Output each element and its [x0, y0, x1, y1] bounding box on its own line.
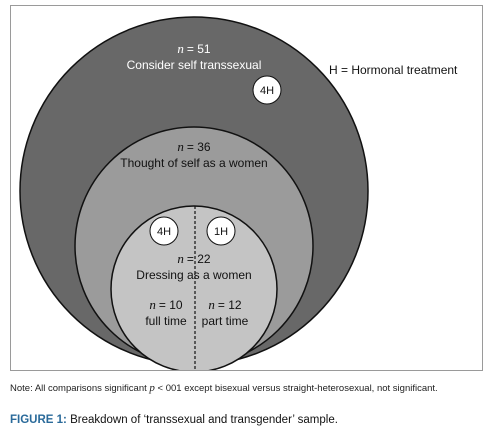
- inner-badge-right: [206, 216, 236, 246]
- figure-note: Note: All comparisons significant p < 00…: [10, 382, 490, 395]
- outer-label: Consider self transsexual: [127, 58, 262, 72]
- note-p-symbol: p: [149, 382, 155, 394]
- right-n-count: n= 12: [208, 297, 242, 312]
- middle-label: Thought of self as a women: [120, 156, 267, 170]
- legend-text: H = Hormonal treatment: [329, 63, 458, 77]
- figure-frame: n= 51 Consider self transsexual 4H n= 36…: [10, 5, 483, 371]
- inner-n-count: n= 22: [177, 251, 211, 266]
- outer-badge-text: 4H: [260, 85, 274, 97]
- inner-badge-left: [149, 216, 179, 246]
- note-suffix: < 001 except bisexual versus straight-he…: [154, 383, 438, 394]
- middle-n-count: n= 36: [177, 139, 211, 154]
- inner-label: Dressing as a women: [136, 268, 251, 282]
- nested-circle-diagram: n= 51 Consider self transsexual 4H n= 36…: [19, 16, 458, 370]
- inner-badge-left-text: 4H: [157, 226, 171, 238]
- outer-badge: [252, 75, 282, 105]
- inner-circle: [110, 205, 278, 370]
- inner-badge-right-text: 1H: [214, 226, 228, 238]
- figure-caption: FIGURE 1: Breakdown of ‘transsexual and …: [10, 414, 338, 426]
- left-label: full time: [145, 314, 187, 328]
- caption-text: Breakdown of ‘transsexual and transgende…: [66, 414, 338, 426]
- right-label: part time: [202, 314, 249, 328]
- left-n-count: n= 10: [149, 297, 183, 312]
- note-prefix: Note: All comparisons significant: [10, 383, 150, 394]
- caption-label: FIGURE 1:: [10, 414, 67, 426]
- outer-n-count: n= 51: [177, 41, 211, 56]
